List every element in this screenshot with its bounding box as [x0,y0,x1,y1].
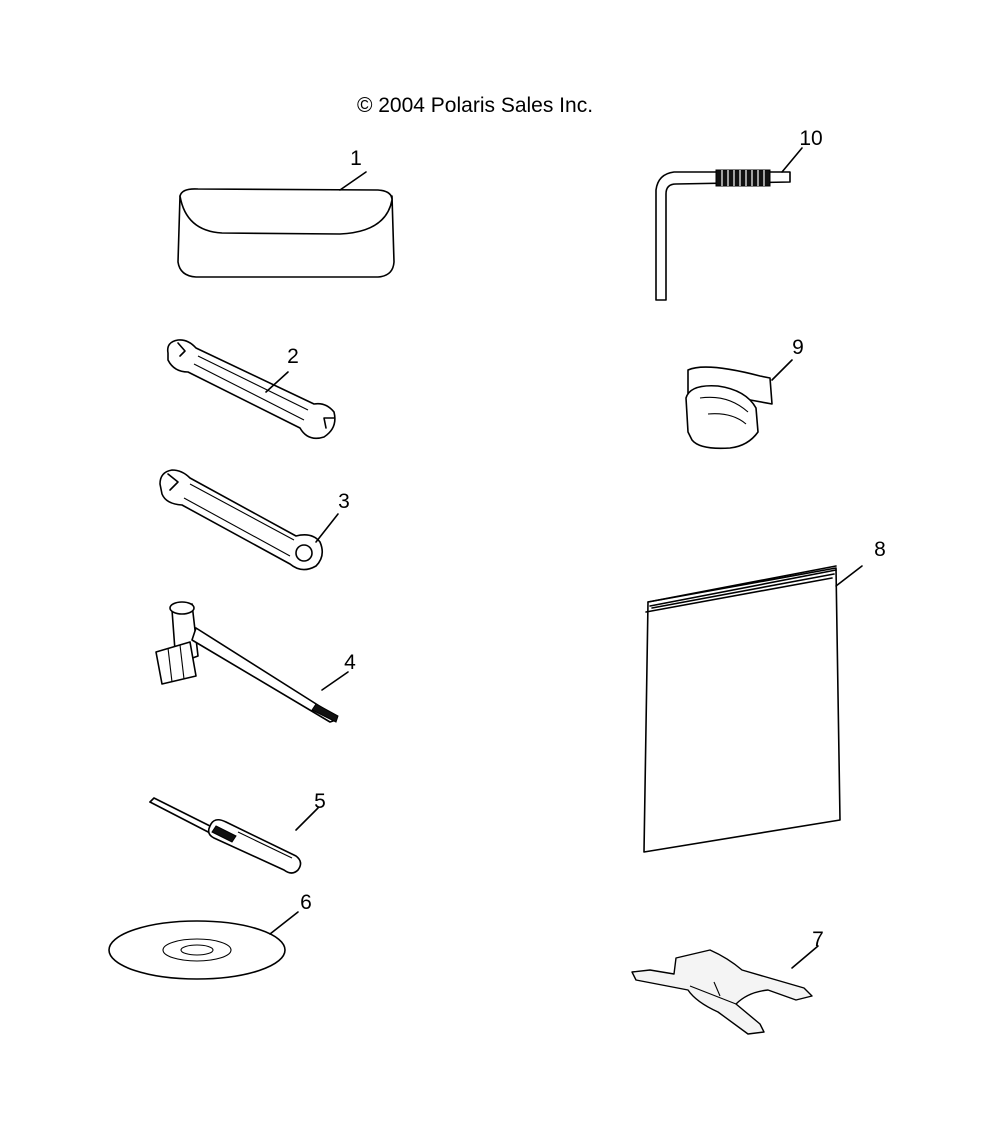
callout-1: 1 [350,147,362,170]
callout-4: 4 [344,651,356,674]
part-strap [685,359,793,450]
callout-7: 7 [812,928,824,951]
callout-9: 9 [792,336,804,359]
part-compact-disc [108,911,299,980]
copyright-text: © 2004 Polaris Sales Inc. [356,94,594,117]
part-combination-wrench [159,469,339,571]
part-owners-manual [643,565,863,853]
callout-10: 10 [799,127,822,150]
part-spanner-tool [631,945,819,1035]
part-hex-key [655,147,803,301]
callout-2: 2 [287,345,299,368]
callout-5: 5 [314,790,326,813]
callout-8: 8 [874,538,886,561]
part-tool-pouch [177,171,395,278]
callout-3: 3 [338,490,350,513]
part-open-end-wrench [166,339,336,440]
part-screwdriver [149,797,319,874]
part-spark-plug-socket-wrench [155,601,349,723]
callout-6: 6 [300,891,312,914]
